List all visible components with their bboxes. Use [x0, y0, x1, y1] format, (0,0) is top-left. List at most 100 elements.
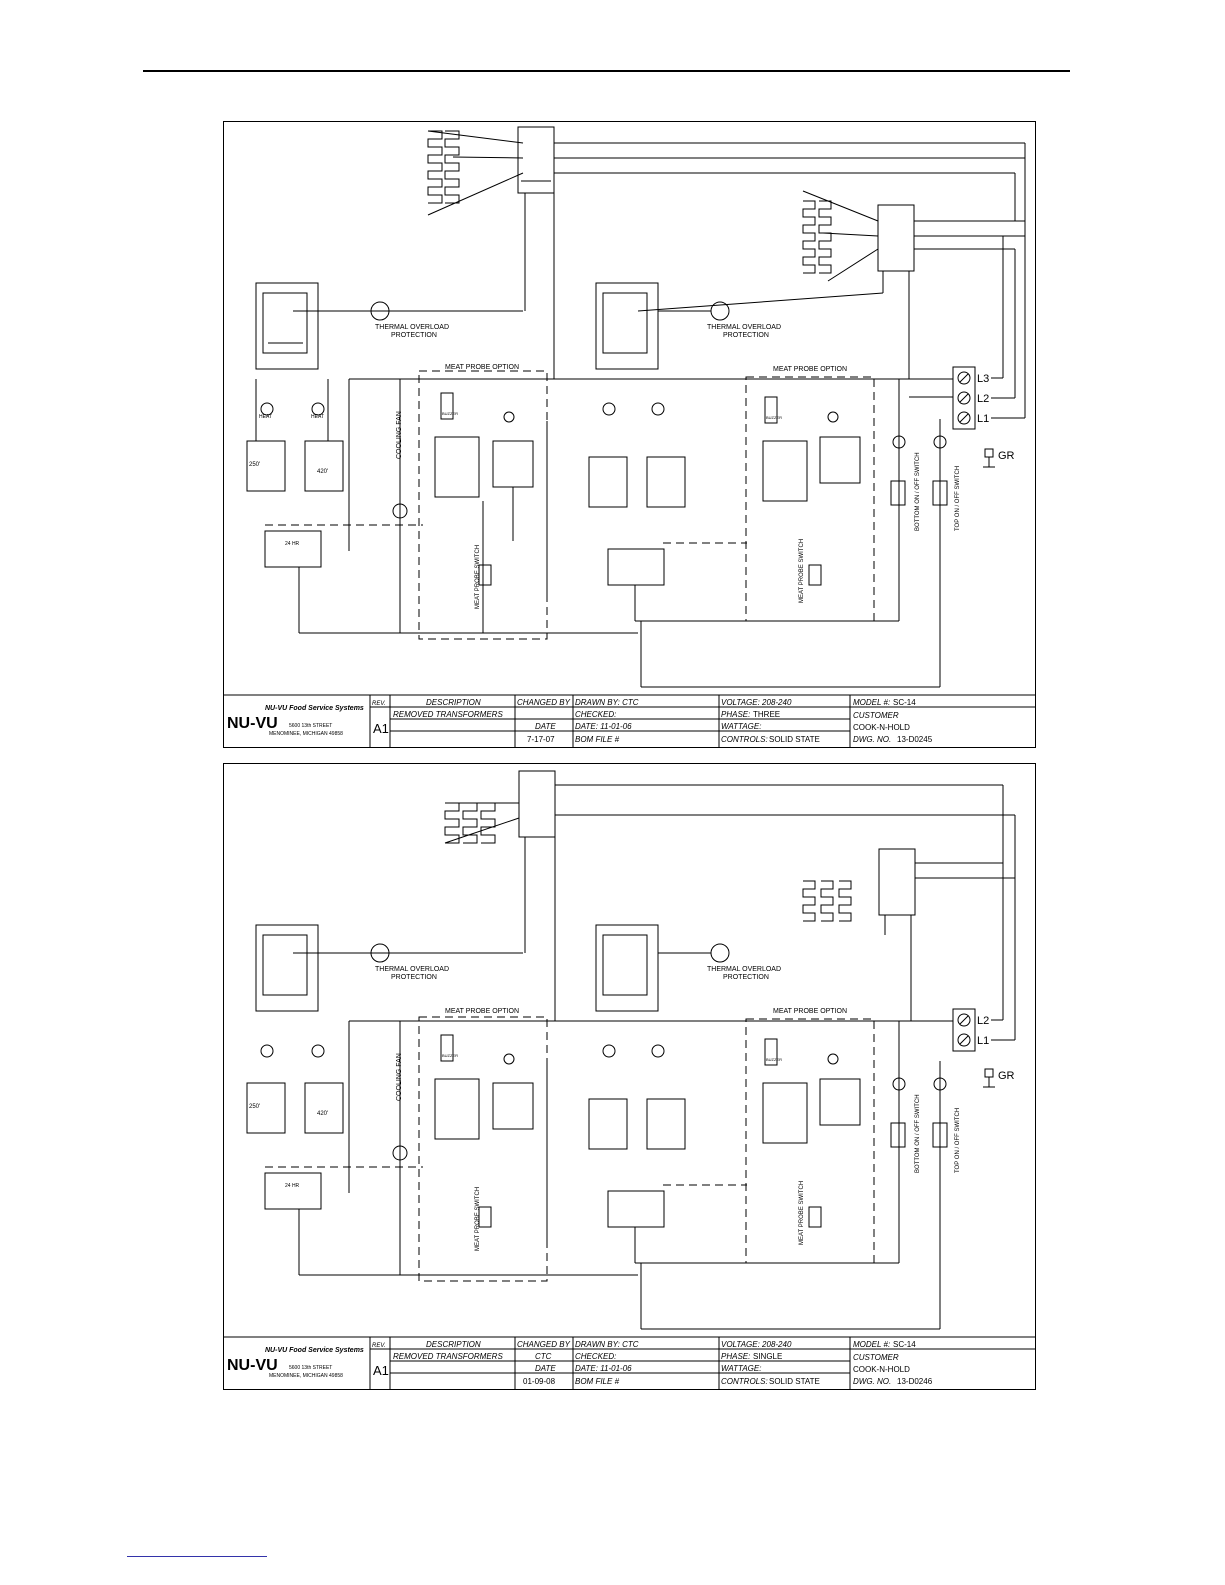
rev-label-b: REV. — [372, 1343, 386, 1349]
heat-ind-label: HEAT — [259, 414, 272, 420]
sst-420-label: 420' — [317, 469, 328, 475]
description-value: REMOVED TRANSFORMERS — [393, 710, 503, 719]
dwg-label-b: DWG. NO. — [853, 1377, 891, 1386]
phase-label: PHASE: — [721, 710, 750, 719]
terminal-l2-label: L2 — [977, 393, 989, 405]
ground-label-b: GR — [998, 1070, 1015, 1082]
bom-file-b: BOM FILE # — [575, 1377, 620, 1386]
buzzer-label-b2: BUZZER — [766, 1057, 782, 1062]
rev-label: REV. — [372, 701, 386, 707]
drawn-by-b: DRAWN BY: CTC — [575, 1340, 639, 1349]
change-date-value: 7-17-07 — [527, 735, 555, 744]
bottom-switch-label: BOTTOM ON / OFF SWITCH — [915, 452, 921, 531]
company-street-b: 5600 13th STREET — [289, 1365, 332, 1371]
controls-value-b: SOLID STATE — [769, 1377, 820, 1386]
company-city-b: MENOMINEE, MICHIGAN 49858 — [269, 1373, 343, 1379]
protection-label-2: PROTECTION — [723, 332, 769, 339]
date-header-b: DATE — [535, 1364, 556, 1373]
heat-ind-label-2: HEAT — [311, 414, 324, 420]
customer-label-b: CUSTOMER — [853, 1353, 899, 1362]
bottom-switch-label-b: BOTTOM ON / OFF SWITCH — [915, 1094, 921, 1173]
footnote-rule — [127, 1556, 267, 1557]
protection-label-b: PROTECTION — [391, 974, 437, 981]
thermal-overload-label-b2: THERMAL OVERLOAD — [707, 966, 781, 973]
top-switch-label: TOP ON / OFF SWITCH — [955, 466, 961, 531]
changed-by-header: CHANGED BY — [517, 698, 571, 707]
dwg-label: DWG. NO. — [853, 735, 891, 744]
company-name-b: NU-VU Food Service Systems — [265, 1347, 364, 1354]
meat-probe-switch-label-2: MEAT PROBE SWITCH — [799, 539, 805, 603]
company-logo-b: NU-VU — [227, 1357, 278, 1374]
change-date-value-b: 01-09-08 — [523, 1377, 556, 1386]
cooling-fan-label-b: COOLING FAN — [396, 1053, 403, 1101]
terminal-l3-label: L3 — [977, 373, 989, 385]
drawn-by: DRAWN BY: CTC — [575, 698, 639, 707]
protection-label: PROTECTION — [391, 332, 437, 339]
meat-probe-option-label-b2: MEAT PROBE OPTION — [773, 1008, 847, 1015]
description-value-b: REMOVED TRANSFORMERS — [393, 1352, 503, 1361]
schematic-single-phase: THERMAL OVERLOAD PROTECTION THERMAL OVER… — [223, 763, 1036, 1390]
voltage: VOLTAGE: 208-240 — [721, 698, 792, 707]
voltage-b: VOLTAGE: 208-240 — [721, 1340, 792, 1349]
company-logo: NU-VU — [227, 715, 278, 732]
sst-250-label: 250' — [249, 462, 260, 468]
phase-label-b: PHASE: — [721, 1352, 750, 1361]
rev-value: A1 — [373, 721, 389, 736]
bom-file: BOM FILE # — [575, 735, 620, 744]
buzzer-label-2: BUZZER — [766, 415, 782, 420]
changed-by-header-b: CHANGED BY — [517, 1340, 571, 1349]
model-value: SC-14 — [893, 698, 916, 707]
wiring-sheet-three-phase: THERMAL OVERLOAD PROTECTION THERMAL OVER… — [223, 121, 1036, 748]
timer-label-b: 24 HR — [285, 1183, 300, 1189]
model-label-b: MODEL #: — [853, 1340, 890, 1349]
wattage: WATTAGE: — [721, 722, 761, 731]
customer-name: COOK-N-HOLD — [853, 723, 910, 732]
company-street: 5600 13th STREET — [289, 723, 332, 729]
thermal-overload-label-2: THERMAL OVERLOAD — [707, 324, 781, 331]
model-label: MODEL #: — [853, 698, 890, 707]
buzzer-label: BUZZER — [442, 411, 458, 416]
protection-label-b2: PROTECTION — [723, 974, 769, 981]
terminal-l1-label-b: L1 — [977, 1035, 989, 1047]
terminal-l2-label-b: L2 — [977, 1015, 989, 1027]
description-header: DESCRIPTION — [426, 698, 481, 707]
timer-label: 24 HR — [285, 541, 300, 547]
wattage-b: WATTAGE: — [721, 1364, 761, 1373]
changed-by-value-b: CTC — [535, 1352, 552, 1361]
sst-420-label-b: 420' — [317, 1111, 328, 1117]
buzzer-label-b: BUZZER — [442, 1053, 458, 1058]
schematic-three-phase: THERMAL OVERLOAD PROTECTION THERMAL OVER… — [223, 121, 1036, 748]
top-switch-label-b: TOP ON / OFF SWITCH — [955, 1108, 961, 1173]
company-name: NU-VU Food Service Systems — [265, 705, 364, 712]
meat-probe-option-label: MEAT PROBE OPTION — [445, 364, 519, 371]
customer-label: CUSTOMER — [853, 711, 899, 720]
drawn-date: DATE: 11-01-06 — [575, 722, 632, 731]
thermal-overload-label-b: THERMAL OVERLOAD — [375, 966, 449, 973]
meat-probe-switch-label-b2: MEAT PROBE SWITCH — [799, 1181, 805, 1245]
meat-probe-switch-label-b: MEAT PROBE SWITCH — [475, 1187, 481, 1251]
meat-probe-switch-label: MEAT PROBE SWITCH — [475, 545, 481, 609]
controls-value: SOLID STATE — [769, 735, 820, 744]
dwg-value: 13-D0245 — [897, 735, 933, 744]
cooling-fan-label: COOLING FAN — [396, 411, 403, 459]
model-value-b: SC-14 — [893, 1340, 916, 1349]
ground-label: GR — [998, 450, 1015, 462]
phase-value-b: SINGLE — [753, 1352, 782, 1361]
wiring-sheet-single-phase: THERMAL OVERLOAD PROTECTION THERMAL OVER… — [223, 763, 1036, 1390]
controls-label-b: CONTROLS: — [721, 1377, 768, 1386]
meat-probe-option-label-2: MEAT PROBE OPTION — [773, 366, 847, 373]
date-header: DATE — [535, 722, 556, 731]
customer-name-b: COOK-N-HOLD — [853, 1365, 910, 1374]
rev-value-b: A1 — [373, 1363, 389, 1378]
checked-b: CHECKED: — [575, 1352, 616, 1361]
phase-value: THREE — [753, 710, 780, 719]
thermal-overload-label: THERMAL OVERLOAD — [375, 324, 449, 331]
sst-250-label-b: 250' — [249, 1104, 260, 1110]
terminal-l1-label: L1 — [977, 413, 989, 425]
checked: CHECKED: — [575, 710, 616, 719]
header-rule — [143, 70, 1070, 72]
drawn-date-b: DATE: 11-01-06 — [575, 1364, 632, 1373]
dwg-value-b: 13-D0246 — [897, 1377, 933, 1386]
company-city: MENOMINEE, MICHIGAN 49858 — [269, 731, 343, 737]
controls-label: CONTROLS: — [721, 735, 768, 744]
